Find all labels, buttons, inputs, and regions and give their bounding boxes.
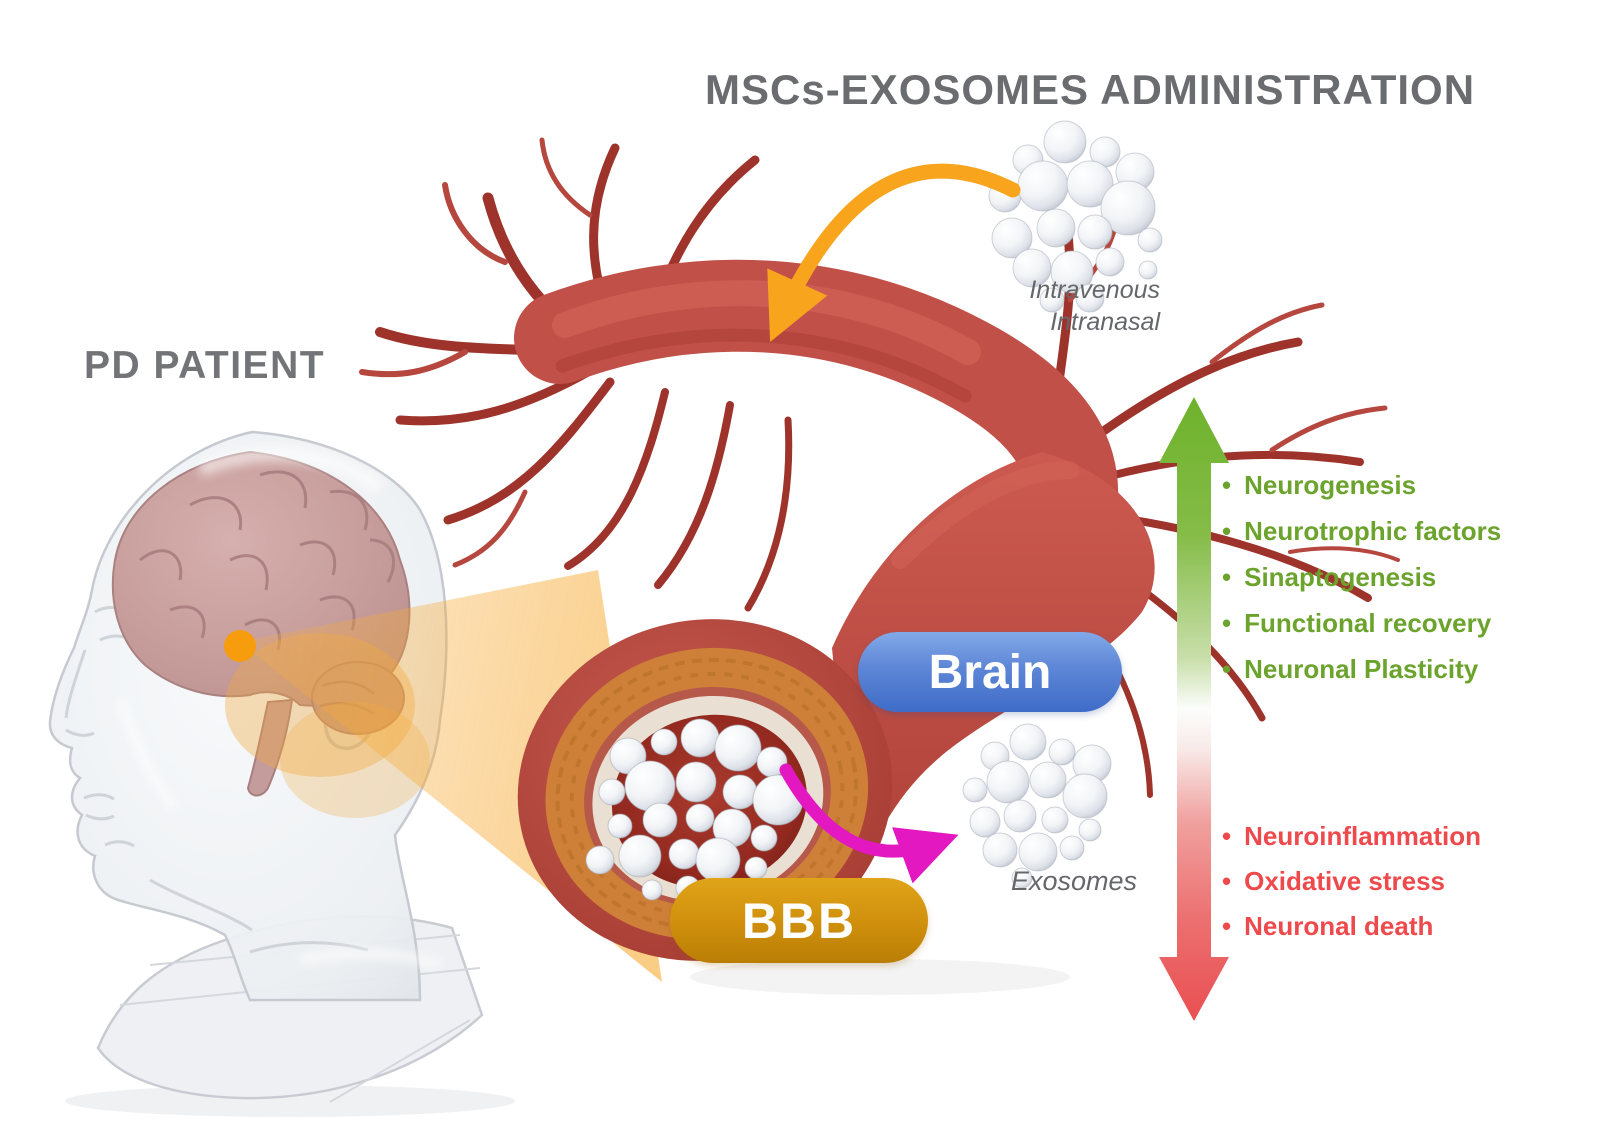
pd-patient-label: PD PATIENT xyxy=(84,344,326,387)
effect-item: Sinaptogenesis xyxy=(1222,554,1501,600)
administration-arrow-icon xyxy=(767,163,1021,343)
glass-highlights xyxy=(115,447,442,970)
administration-routes-label: Intravenous Intranasal xyxy=(960,274,1160,338)
page-title: MSCs-EXOSOMES ADMINISTRATION xyxy=(705,66,1476,113)
increased-effects-list: NeurogenesisNeurotrophic factorsSinaptog… xyxy=(1222,462,1501,692)
route-intravenous: Intravenous xyxy=(1029,276,1160,304)
bbb-badge-label: BBB xyxy=(741,892,857,949)
brain-badge-label: Brain xyxy=(928,645,1052,699)
effect-item: Neuronal death xyxy=(1222,904,1481,949)
exosome-cluster-bottom xyxy=(962,723,1112,889)
artery-illustration xyxy=(359,137,1400,961)
effect-item: Neurotrophic factors xyxy=(1222,508,1501,554)
brain-badge: Brain xyxy=(858,632,1122,712)
ground-shadows xyxy=(65,959,1070,1117)
effect-item: Neuronal Plasticity xyxy=(1222,646,1501,692)
effect-item: Functional recovery xyxy=(1222,600,1501,646)
bidirectional-gradient-arrow xyxy=(1159,397,1229,1021)
effect-item: Oxidative stress xyxy=(1222,859,1481,904)
brainstem xyxy=(246,698,294,797)
effect-item: Neurogenesis xyxy=(1222,462,1501,508)
bbb-badge: BBB xyxy=(670,878,928,963)
bbb-crossing-arrow-icon xyxy=(779,763,959,884)
brain-gyri xyxy=(139,470,396,651)
focus-dot-icon xyxy=(224,630,256,662)
decreased-effects-list: NeuroinflammationOxidative stressNeurona… xyxy=(1222,814,1481,949)
exosomes-label: Exosomes xyxy=(1010,866,1138,896)
effect-item: Neuroinflammation xyxy=(1222,814,1481,859)
route-intranasal: Intranasal xyxy=(1050,308,1160,336)
